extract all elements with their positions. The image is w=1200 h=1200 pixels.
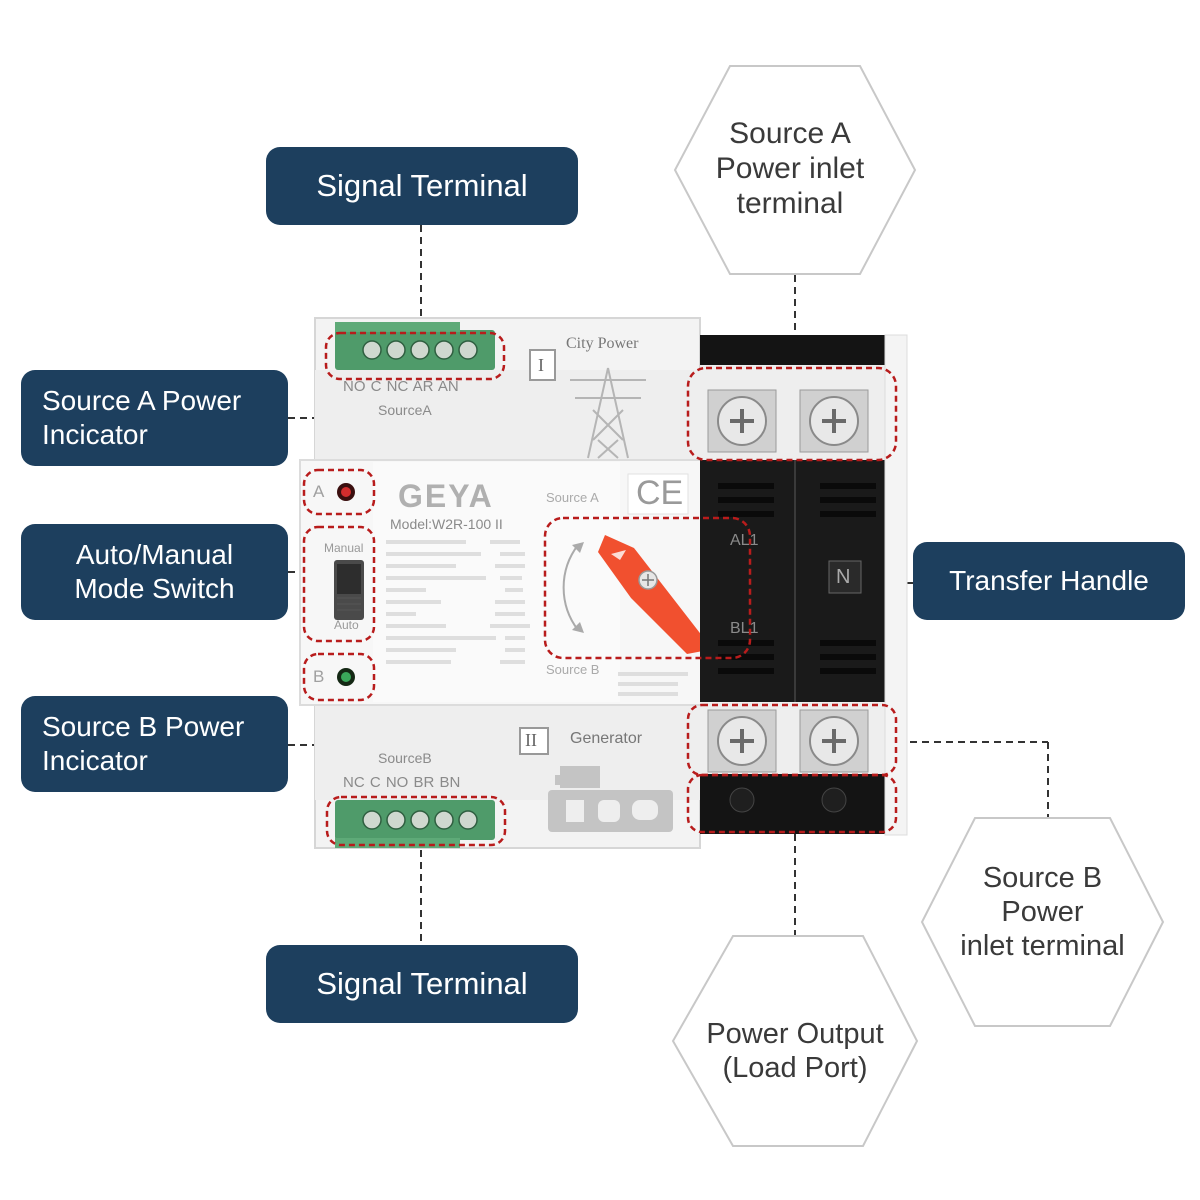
source-a-label: SourceA xyxy=(378,402,432,418)
source-b-indicator-text: Source B Power Incicator xyxy=(42,711,245,776)
source-a-indicator-callout: Source A Power Incicator xyxy=(21,370,288,466)
signal-terminal-top-text: Signal Terminal xyxy=(316,168,528,204)
bottom-terminal-labels: NC C NO BR BN xyxy=(343,774,461,791)
source-b-handle-label: Source B xyxy=(546,662,600,677)
roman-one-label: I xyxy=(538,355,544,375)
mode-switch-callout: Auto/Manual Mode Switch xyxy=(21,524,288,620)
highlight-boxes xyxy=(302,331,898,847)
power-screws xyxy=(707,389,869,813)
bottom-signal-terminal-block xyxy=(335,800,495,848)
bl1-label: BL1 xyxy=(730,620,759,637)
ce-mark: CE xyxy=(636,474,684,512)
indicator-b-label: B xyxy=(313,667,325,686)
source-a-inlet-label: Source A Power inlet terminal xyxy=(715,117,865,221)
source-a-inlet-hexagon xyxy=(673,65,917,275)
transfer-handle-text: Transfer Handle xyxy=(949,565,1149,597)
top-terminal-labels: NO C NC AR AN xyxy=(343,378,459,395)
transfer-handle-callout: Transfer Handle xyxy=(913,542,1185,620)
signal-terminal-bottom-text: Signal Terminal xyxy=(316,966,528,1002)
brand-logo: GEYA xyxy=(398,478,494,514)
source-b-inlet-hexagon xyxy=(920,817,1165,1027)
source-a-handle-label: Source A xyxy=(546,490,599,505)
manual-label: Manual xyxy=(324,541,364,555)
power-output-hexagon xyxy=(671,935,919,1147)
neutral-label: N xyxy=(836,566,851,588)
city-power-label: City Power xyxy=(566,335,639,352)
transfer-switch-device xyxy=(299,317,908,849)
signal-terminal-bottom-callout: Signal Terminal xyxy=(266,945,578,1023)
source-b-label: SourceB xyxy=(378,750,432,766)
al1-label: AL1 xyxy=(730,532,759,549)
indicator-a-label: A xyxy=(313,482,325,501)
source-b-indicator-callout: Source B Power Incicator xyxy=(21,696,288,792)
transfer-handle-lever xyxy=(598,535,703,654)
power-output-label: Power Output (Load Port) xyxy=(706,1018,884,1084)
source-b-inlet-label: Source B Power inlet terminal xyxy=(960,862,1125,962)
auto-label: Auto xyxy=(334,618,359,632)
top-signal-terminal-block xyxy=(335,322,495,370)
roman-two-label: II xyxy=(525,730,537,750)
signal-terminal-top-callout: Signal Terminal xyxy=(266,147,578,225)
generator-label: Generator xyxy=(570,730,643,747)
source-a-indicator-text: Source A Power Incicator xyxy=(42,385,242,450)
mode-switch-text: Auto/Manual Mode Switch xyxy=(74,539,235,604)
model-label: Model:W2R-100 II xyxy=(390,516,503,532)
